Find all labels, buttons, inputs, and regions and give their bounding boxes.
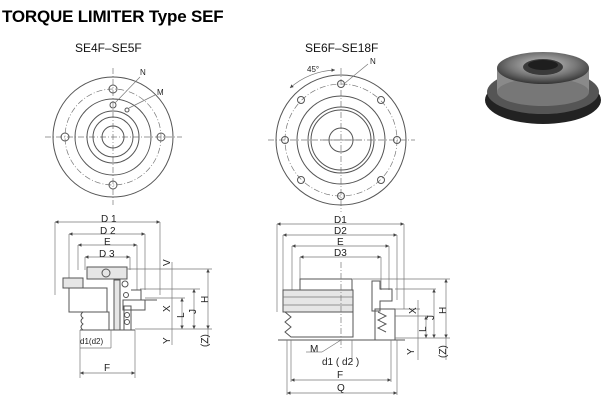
page-title: TORQUE LIMITER Type SEF (2, 7, 224, 26)
right-x-label: X (408, 307, 419, 314)
left-d2-label: D 2 (100, 226, 116, 237)
left-h-label: H (200, 296, 211, 303)
right-y-label: Y (406, 348, 417, 355)
left-y-label: Y (162, 337, 173, 344)
left-model-label: SE4F–SE5F (75, 41, 142, 55)
right-f-label: F (337, 370, 343, 381)
right-l-label: L (418, 326, 429, 332)
right-front-view: SE6F–SE18F 45° N (268, 41, 415, 212)
right-d1-label: D1 (334, 215, 347, 226)
left-front-view: SE4F–SE5F N M (45, 41, 182, 205)
left-d3-label: D 3 (99, 249, 115, 260)
left-m-label: M (157, 88, 164, 97)
right-d2-label: D2 (334, 226, 347, 237)
left-x-label: X (162, 305, 173, 312)
angle-label: 45° (307, 65, 319, 74)
right-j-label: J (426, 315, 437, 320)
right-n-label: N (370, 57, 376, 66)
left-bore-label: d1(d2) (80, 337, 103, 346)
left-z-label: (Z) (200, 334, 211, 347)
left-j-label: J (188, 309, 199, 314)
right-d3-label: D3 (334, 248, 347, 259)
right-q-label: Q (337, 383, 345, 394)
right-z-label: (Z) (438, 345, 449, 358)
left-side-view: D 1 D 2 E D 3 V X L J H Y (Z) (54, 214, 212, 378)
right-model-label: SE6F–SE18F (305, 41, 378, 55)
left-e-label: E (104, 237, 111, 248)
product-photo (485, 52, 601, 124)
left-d1-label: D 1 (101, 214, 117, 225)
right-e-label: E (337, 237, 344, 248)
right-bore-label: d1 ( d2 ) (322, 357, 359, 368)
left-f-label: F (104, 363, 110, 374)
left-v-label: V (162, 259, 173, 266)
left-l-label: L (176, 312, 187, 318)
right-m-label: M (310, 344, 318, 355)
right-side-view: D1 D2 E D3 X J L H Y (Z) M d1 ( d2 ) (276, 215, 450, 395)
right-h-label: H (438, 307, 449, 314)
left-n-label: N (140, 68, 146, 77)
